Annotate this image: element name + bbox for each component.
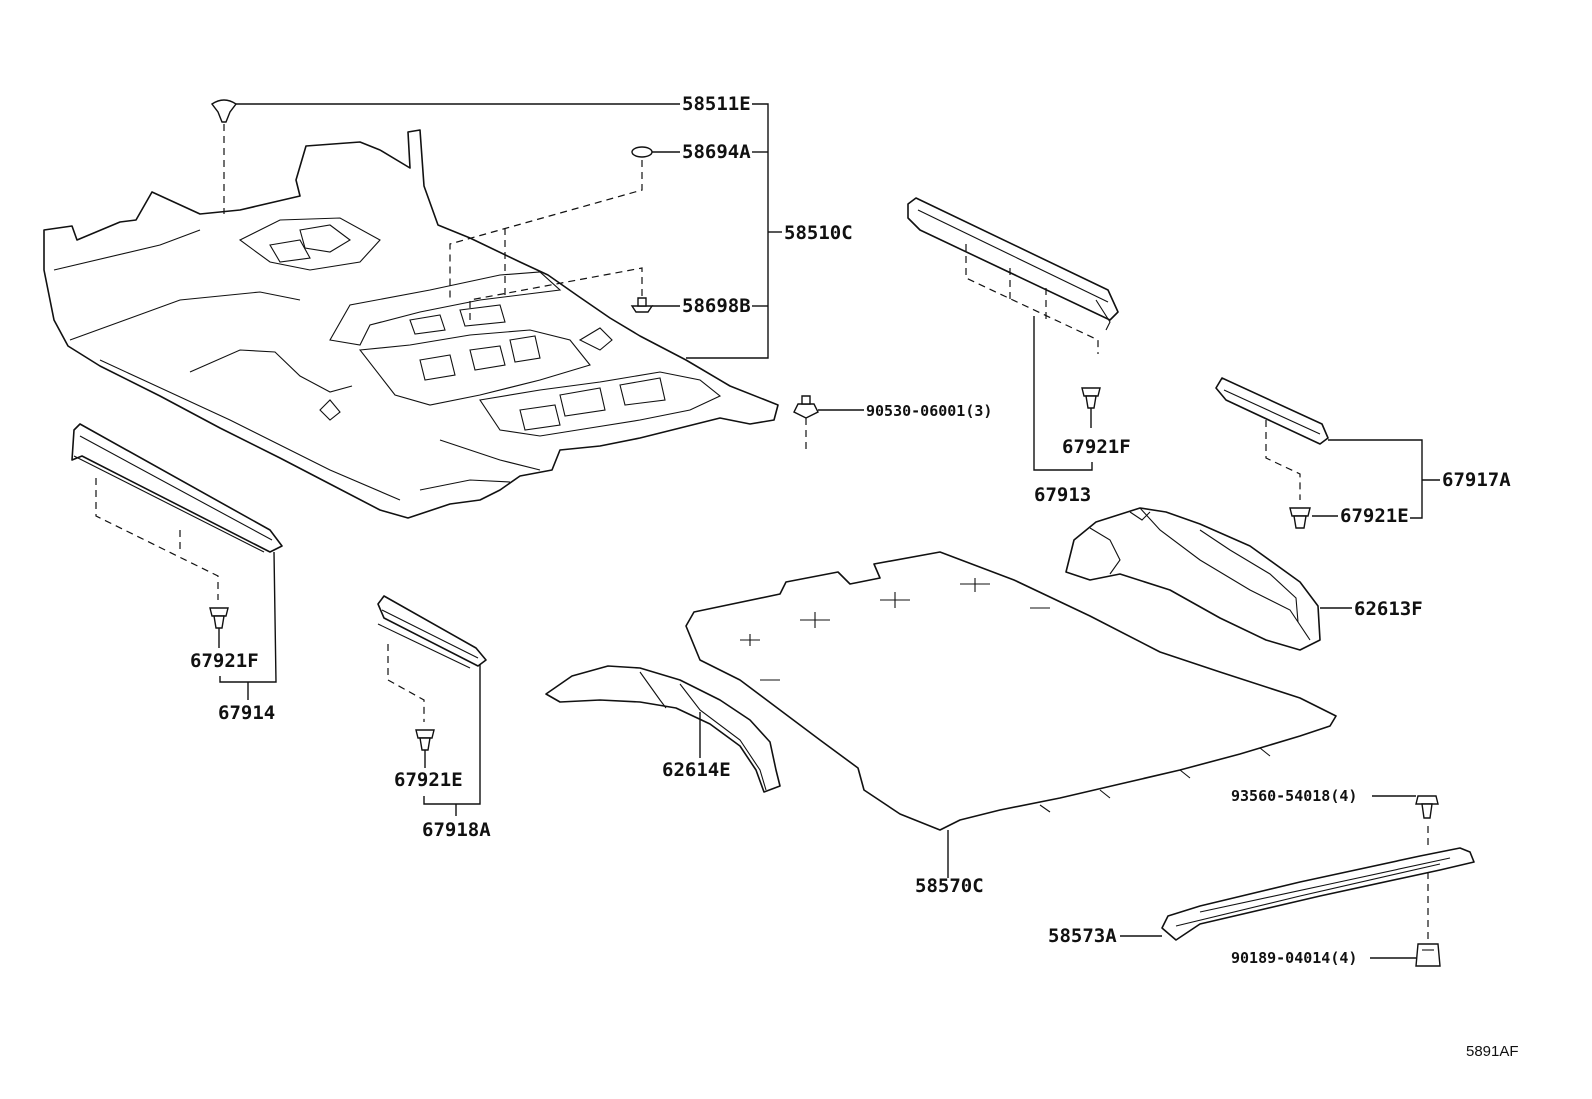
label-58698b: 58698B [682, 295, 751, 317]
label-67913: 67913 [1034, 484, 1091, 506]
scuff-plate-67918a: 67921E 67918A [377, 595, 491, 841]
wheelhouse-cover-62613f: 62613F [1065, 507, 1423, 651]
fastener-58694a: 58694A [449, 141, 751, 300]
label-62613f: 62613F [1354, 598, 1423, 620]
diagram-code: 5891AF [1466, 1043, 1519, 1060]
label-90189: 90189-04014(4) [1231, 949, 1357, 967]
label-58510c: 58510C [784, 222, 853, 244]
front-floor-carpet [43, 129, 779, 519]
label-58570c: 58570C [915, 875, 984, 897]
label-62614e: 62614E [662, 759, 731, 781]
scuff-plate-67913: 67921F 67913 [907, 197, 1131, 506]
label-58694a: 58694A [682, 141, 751, 163]
label-67918a: 67918A [422, 819, 491, 841]
label-67921e-right: 67921E [1340, 505, 1409, 527]
label-58573a: 58573A [1048, 925, 1117, 947]
scuff-plate-67914: 67921F 67914 [71, 423, 283, 724]
label-67921e-left: 67921E [394, 769, 463, 791]
bracket-58510c: 58510C [686, 103, 853, 359]
label-93560: 93560-54018(4) [1231, 787, 1357, 805]
scuff-plate-58573a: 58573A [1048, 826, 1475, 947]
label-67917a: 67917A [1442, 469, 1511, 491]
rear-floor-carpet: 58570C [685, 551, 1337, 897]
label-90530: 90530-06001(3) [866, 402, 992, 420]
scuff-plate-67917a: 67921E 67917A [1215, 377, 1511, 529]
wheelhouse-cover-62614e: 62614E [545, 665, 781, 793]
label-67921f-left: 67921F [190, 650, 259, 672]
nut-90189: 90189-04014(4) [1231, 943, 1441, 967]
label-58511e: 58511E [682, 93, 751, 115]
label-67914: 67914 [218, 702, 275, 724]
label-67921f-right: 67921F [1062, 436, 1131, 458]
screw-93560: 93560-54018(4) [1231, 787, 1439, 819]
clip-90530: 90530-06001(3) [793, 395, 992, 450]
clip-58511e: 58511E [210, 93, 751, 214]
fastener-58698b: 58698B [469, 267, 751, 320]
